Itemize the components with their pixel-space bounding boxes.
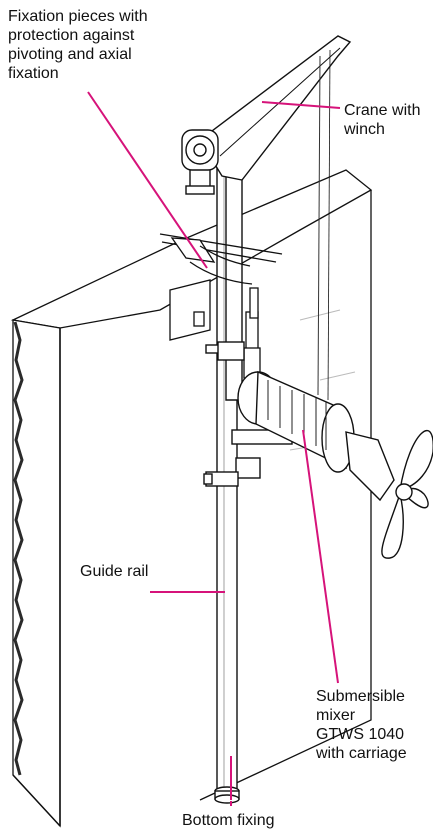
carriage <box>203 341 293 487</box>
submersible-mixer <box>237 370 395 502</box>
crane-arm <box>199 35 352 181</box>
lifting-rope <box>317 55 321 396</box>
fixation-pieces <box>159 233 283 379</box>
wall-side-face <box>59 190 372 826</box>
label-bottom-fixing: Bottom fixing <box>182 812 275 829</box>
leader-lines <box>87 91 341 806</box>
label-crane-with-winch: Crane with winch <box>344 102 421 138</box>
crane-mast <box>225 149 243 401</box>
crane <box>199 35 352 401</box>
leader-fixation <box>87 91 208 269</box>
winch <box>181 129 219 195</box>
wall-rough-edge <box>13 321 24 776</box>
wall-bottom-edge <box>12 774 61 827</box>
label-submersible-mixer: Submersible mixer GTWS 1040 with carriag… <box>316 688 407 762</box>
mixer-propeller <box>381 430 433 559</box>
leader-mixer <box>302 429 339 684</box>
leader-crane <box>261 101 341 109</box>
label-guide-rail: Guide rail <box>80 563 149 580</box>
label-fixation-pieces: Fixation pieces with protection against … <box>8 8 148 82</box>
